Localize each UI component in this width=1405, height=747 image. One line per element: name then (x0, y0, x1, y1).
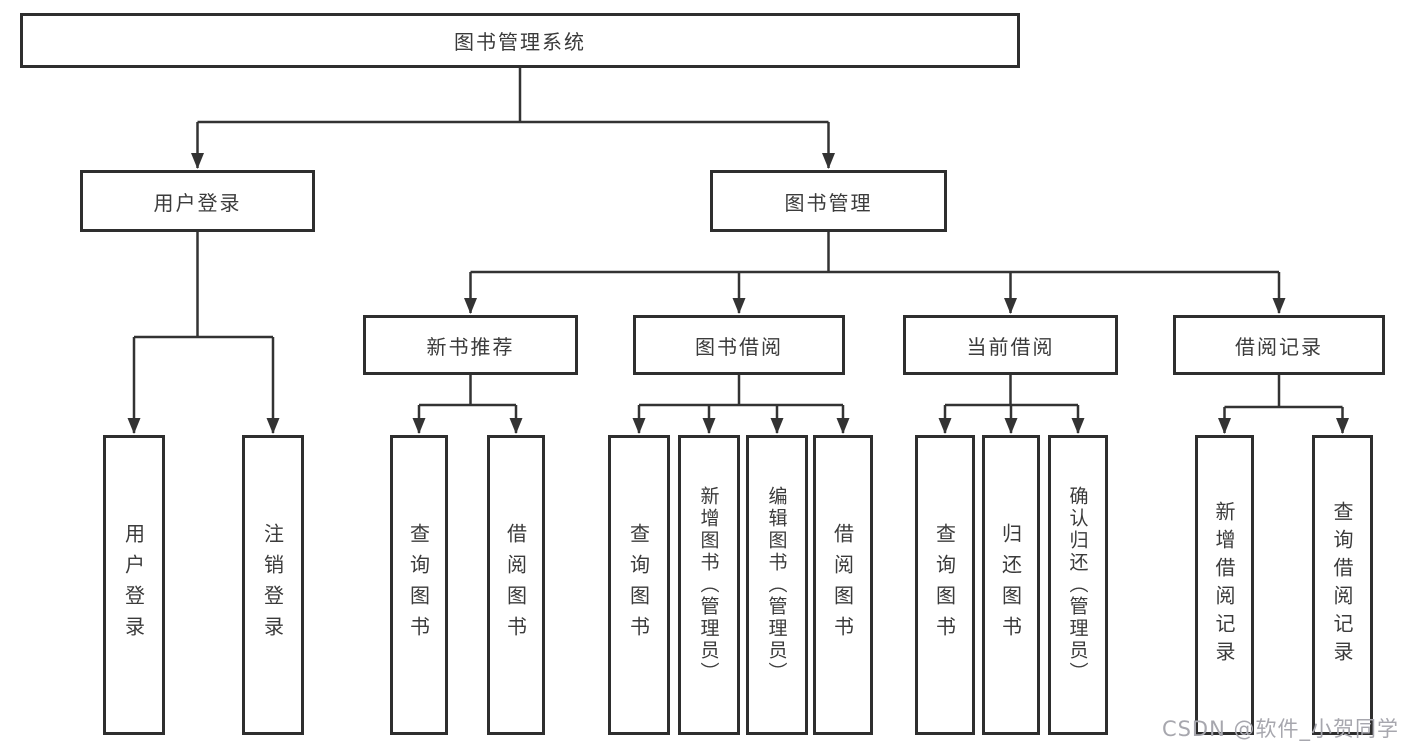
leaf-query-borrow-record: 查询借阅记录 (1312, 435, 1373, 735)
node-borrow-records: 借阅记录 (1173, 315, 1385, 375)
node-book-borrow: 图书借阅 (633, 315, 845, 375)
node-user-login: 用户登录 (80, 170, 315, 232)
leaf-logout: 注销登录 (242, 435, 304, 735)
leaf-borrow-books: 借阅图书 (487, 435, 545, 735)
leaf-query-books: 查询图书 (608, 435, 670, 735)
csdn-watermark: CSDN @软件_小贺同学 (1161, 717, 1399, 741)
node-new-book-recommend: 新书推荐 (363, 315, 578, 375)
leaf-add-borrow-record: 新增借阅记录 (1195, 435, 1254, 735)
leaf-return-books: 归还图书 (982, 435, 1040, 735)
leaf-query-books: 查询图书 (390, 435, 448, 735)
leaf-borrow-books: 借阅图书 (813, 435, 873, 735)
leaf-query-books: 查询图书 (915, 435, 975, 735)
leaf-edit-books-admin: 编辑图书（管理员） (746, 435, 808, 735)
leaf-confirm-return-admin: 确认归还（管理员） (1048, 435, 1108, 735)
leaf-user-login: 用户登录 (103, 435, 165, 735)
node-library-management-system: 图书管理系统 (20, 13, 1020, 68)
node-book-management: 图书管理 (710, 170, 947, 232)
leaf-add-books-admin: 新增图书（管理员） (678, 435, 740, 735)
node-current-borrow: 当前借阅 (903, 315, 1118, 375)
